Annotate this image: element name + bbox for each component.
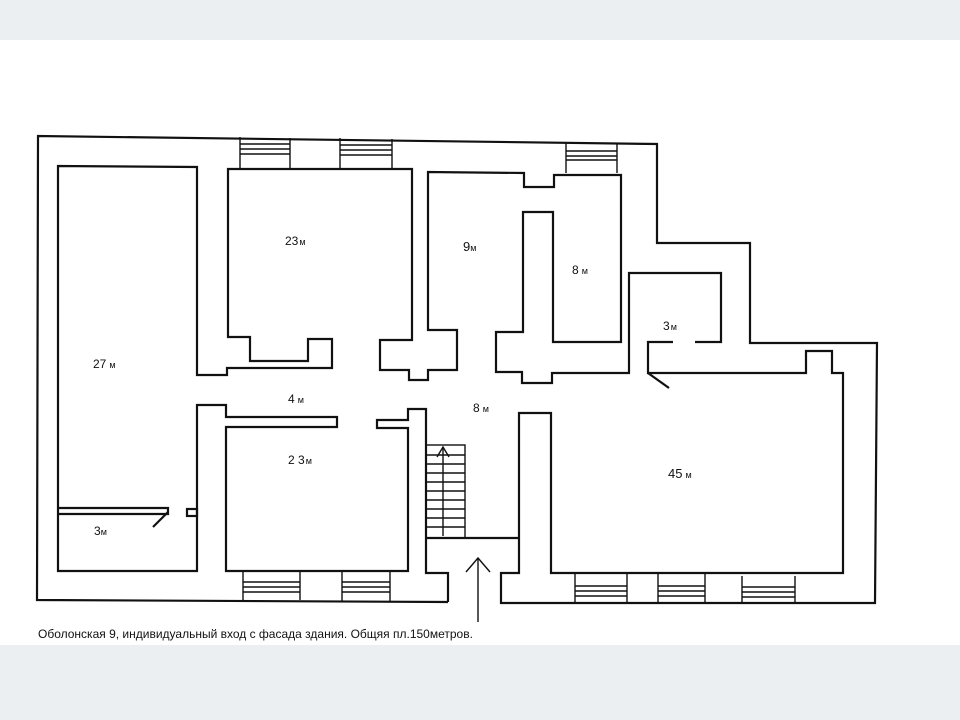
inner-wall <box>35 134 879 605</box>
window <box>341 571 391 601</box>
window <box>657 573 706 603</box>
window <box>239 137 291 169</box>
window <box>565 143 618 173</box>
window <box>242 571 301 600</box>
window <box>339 138 393 169</box>
closet-wall <box>58 506 170 516</box>
staircase <box>425 444 466 539</box>
windows <box>239 137 796 603</box>
door-swing <box>647 372 670 389</box>
wall-stub <box>185 507 199 518</box>
window <box>574 573 628 603</box>
room-label-23-bottom: 2 3м <box>288 453 312 467</box>
outer-wall <box>56 164 723 602</box>
room-label-3-right: 3м <box>663 319 677 333</box>
plan-caption: Оболонская 9, индивидуальный вход с фаса… <box>38 627 473 641</box>
entrance-arrow-icon <box>465 556 491 622</box>
window <box>741 576 796 603</box>
door-swing <box>152 511 169 528</box>
room-label-9: 9м <box>463 239 476 254</box>
room-label-3-left: 3м <box>94 524 107 538</box>
room-label-23-top: 23м <box>285 234 306 248</box>
